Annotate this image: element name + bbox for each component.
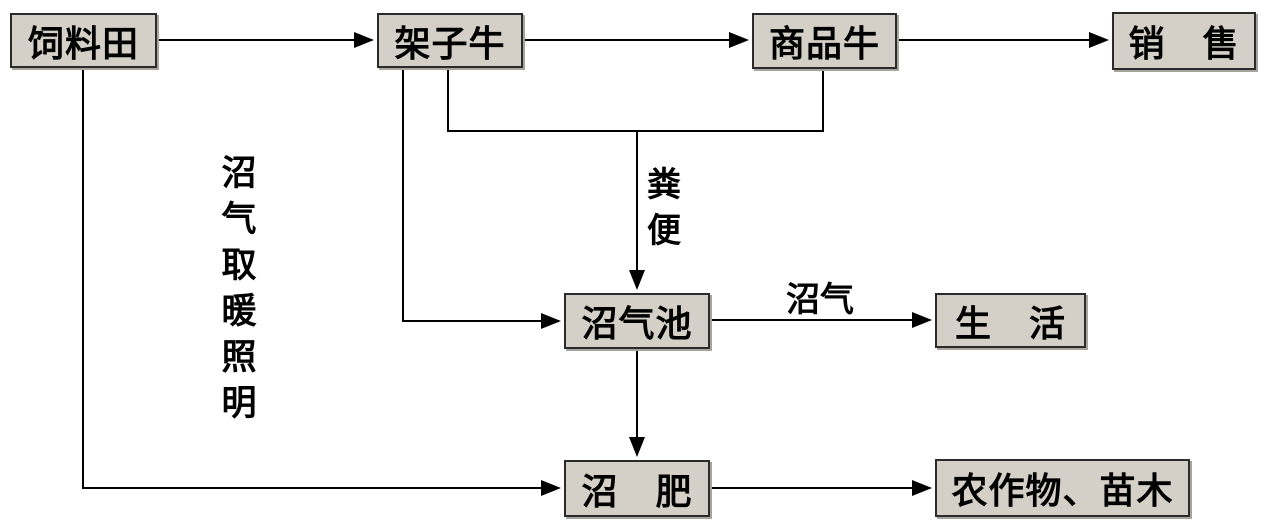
node-feed-field: 饲料田 bbox=[10, 13, 157, 68]
node-biogas-fertilizer: 沼 肥 bbox=[564, 460, 710, 517]
label-biogas: 沼气 bbox=[786, 280, 854, 320]
label-biogas-uses-caption: 沼气取暖照明 bbox=[221, 154, 257, 424]
node-commodity-cattle: 商品牛 bbox=[752, 13, 897, 69]
node-biogas-digester: 沼气池 bbox=[564, 293, 710, 349]
node-crops-seedlings: 农作物、苗木 bbox=[935, 459, 1190, 517]
edge-feedfield-to-fertilizer bbox=[82, 68, 561, 496]
label-manure: 粪便 bbox=[647, 165, 681, 251]
edge-feedercattle-to-digester bbox=[402, 68, 561, 329]
node-household-life: 生 活 bbox=[935, 293, 1086, 348]
edge-manure-collector bbox=[447, 68, 824, 132]
node-sales: 销 售 bbox=[1112, 12, 1256, 70]
node-feeder-cattle: 架子牛 bbox=[377, 13, 523, 68]
